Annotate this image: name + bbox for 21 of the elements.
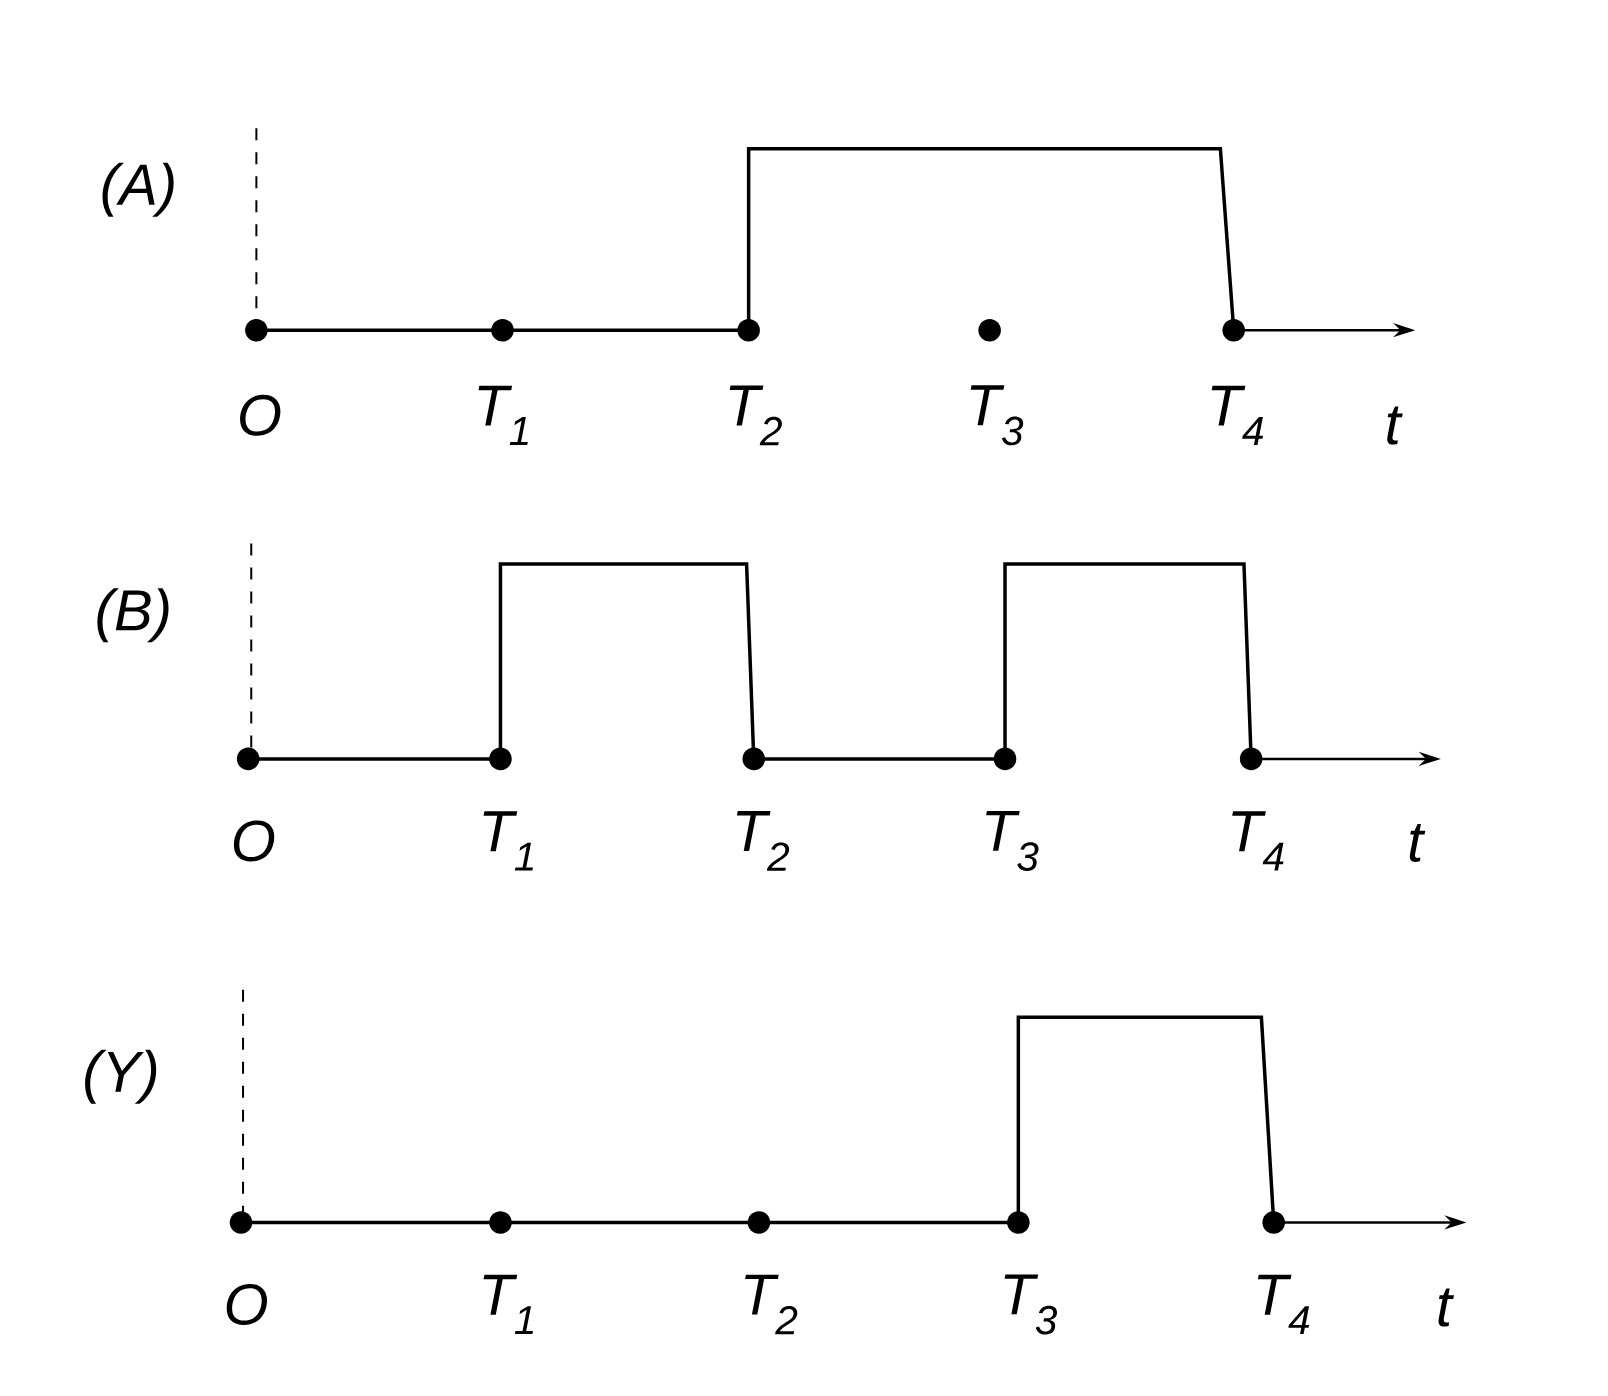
time-label: T$_{4}$ [1232, 811, 1284, 871]
origin-label: O [226, 1284, 268, 1326]
time-label: T$_{2}$ [729, 385, 782, 446]
panel-label: (A) [102, 162, 174, 217]
time-label: T$_{1}$ [478, 385, 528, 446]
time-label: T$_{3}$ [986, 811, 1039, 872]
time-label: T$_{3}$ [970, 385, 1024, 446]
time-label: T$_{2}$ [745, 1274, 798, 1335]
axis-label: t [1438, 1288, 1454, 1327]
panel-label: (B) [97, 588, 169, 643]
time-label: T$_{1}$ [483, 1275, 533, 1335]
axis-label: t [1409, 824, 1426, 863]
time-label: T$_{3}$ [1004, 1274, 1057, 1335]
time-label: T$_{2}$ [736, 811, 790, 871]
time-label: T$_{4}$ [1257, 1275, 1310, 1335]
axis-label: t [1387, 406, 1403, 445]
origin-label: O [240, 394, 281, 436]
time-label: T$_{4}$ [1211, 385, 1263, 446]
panel-label: (Y) [85, 1049, 157, 1104]
origin-label: O [233, 820, 275, 862]
time-label: T$_{1}$ [483, 811, 533, 871]
